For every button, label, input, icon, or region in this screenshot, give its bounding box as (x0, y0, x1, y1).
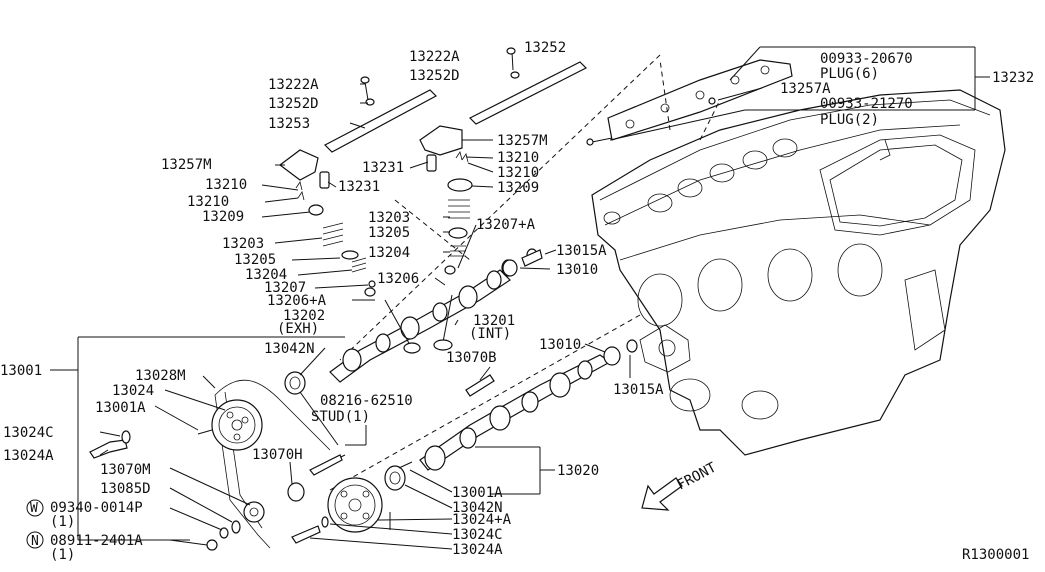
label-13210-a: 13210 (205, 177, 247, 193)
label-13015a-upper: 13015A (556, 243, 607, 259)
label-13231-b: 13231 (338, 179, 380, 195)
label-13024a-left: 13024A (3, 448, 54, 464)
label-13252d-left: 13252D (268, 96, 319, 112)
label-13024a-bottom: 13024A (452, 542, 503, 558)
label-13205-right: 13205 (368, 225, 410, 241)
label-plug6-number: 00933-20670 (820, 51, 913, 67)
label-13024-plus-a: 13024+A (452, 512, 512, 528)
label-13210-b: 13210 (187, 194, 229, 210)
label-13024c-left: 13024C (3, 425, 54, 441)
label-13010-upper: 13010 (556, 262, 598, 278)
engine-block (591, 89, 1006, 456)
label-plug2-qty: PLUG(2) (820, 112, 879, 128)
label-13015a-lower: 13015A (613, 382, 664, 398)
label-13222a-left: 13222A (268, 77, 319, 93)
label-13001: 13001 (0, 363, 42, 379)
label-13042n-lower: 13042N (452, 500, 503, 516)
label-washer-number: 09340-0014P (50, 500, 143, 516)
label-13201-int: (INT) (469, 326, 511, 342)
label-13020: 13020 (557, 463, 599, 479)
callout-labels: 13001 13001A 13001A 13010 13010 13015A 1… (0, 40, 1034, 563)
label-nut-qty: (1) (50, 547, 75, 563)
label-stud-number: 08216-62510 (320, 393, 413, 409)
label-nut-prefix: N (31, 534, 39, 549)
label-13070m: 13070M (100, 462, 151, 478)
label-13206-plus-a: 13206+A (267, 293, 327, 309)
label-13010-lower: 13010 (539, 337, 581, 353)
label-13257m-left: 13257M (161, 157, 212, 173)
label-13206-right: 13206 (377, 271, 419, 287)
leader-lines (50, 46, 990, 550)
label-13024: 13024 (112, 383, 154, 399)
label-13209-left: 13209 (202, 209, 244, 225)
label-13222a-top: 13222A (409, 49, 460, 65)
label-washer-prefix: W (30, 501, 38, 516)
front-label: FRONT (674, 459, 719, 493)
label-13001a-lower: 13001A (452, 485, 503, 501)
label-13028m: 13028M (135, 368, 186, 384)
label-13232: 13232 (992, 70, 1034, 86)
label-13257a: 13257A (780, 81, 831, 97)
label-13207-plus-a: 13207+A (476, 217, 536, 233)
intake-camshaft (287, 339, 638, 502)
diagram-id: R1300001 (962, 547, 1029, 563)
label-13001a-upper: 13001A (95, 400, 146, 416)
label-13231-a: 13231 (362, 160, 404, 176)
label-washer-qty: (1) (50, 514, 75, 530)
label-13207-left: 13207 (264, 280, 306, 296)
label-13202-exh: (EXH) (277, 321, 319, 337)
label-13204-left: 13204 (245, 267, 287, 283)
label-13253: 13253 (268, 116, 310, 132)
label-stud-qty: STUD(1) (311, 409, 370, 425)
label-13203-left: 13203 (222, 236, 264, 252)
label-13210-c: 13210 (497, 150, 539, 166)
label-13024c-bottom: 13024C (452, 527, 503, 543)
label-13070h: 13070H (252, 447, 303, 463)
label-13205-left: 13205 (234, 252, 276, 268)
label-13252: 13252 (524, 40, 566, 56)
label-13209-right: 13209 (497, 180, 539, 196)
label-13042n-upper: 13042N (264, 341, 315, 357)
label-13257m-right: 13257M (497, 133, 548, 149)
label-plug6-qty: PLUG(6) (820, 66, 879, 82)
front-arrow-icon (641, 477, 683, 511)
label-13252d-top: 13252D (409, 68, 460, 84)
label-plug2-number: 00933-21270 (820, 96, 913, 112)
washer-marker-icon (26, 499, 44, 517)
valvetrain-parts (279, 47, 588, 476)
nut-marker-icon (26, 531, 44, 549)
label-nut-number: 08911-2401A (50, 533, 143, 549)
label-13201: 13201 (473, 313, 515, 329)
cylinder-head-rail (586, 59, 793, 146)
label-13203-right: 13203 (368, 210, 410, 226)
label-13085d: 13085D (100, 481, 151, 497)
exhaust-camshaft (284, 248, 538, 395)
label-13204-right: 13204 (368, 245, 410, 261)
valves (364, 265, 456, 354)
label-13210-d: 13210 (497, 165, 539, 181)
label-13070b: 13070B (446, 350, 497, 366)
label-13202: 13202 (283, 308, 325, 324)
